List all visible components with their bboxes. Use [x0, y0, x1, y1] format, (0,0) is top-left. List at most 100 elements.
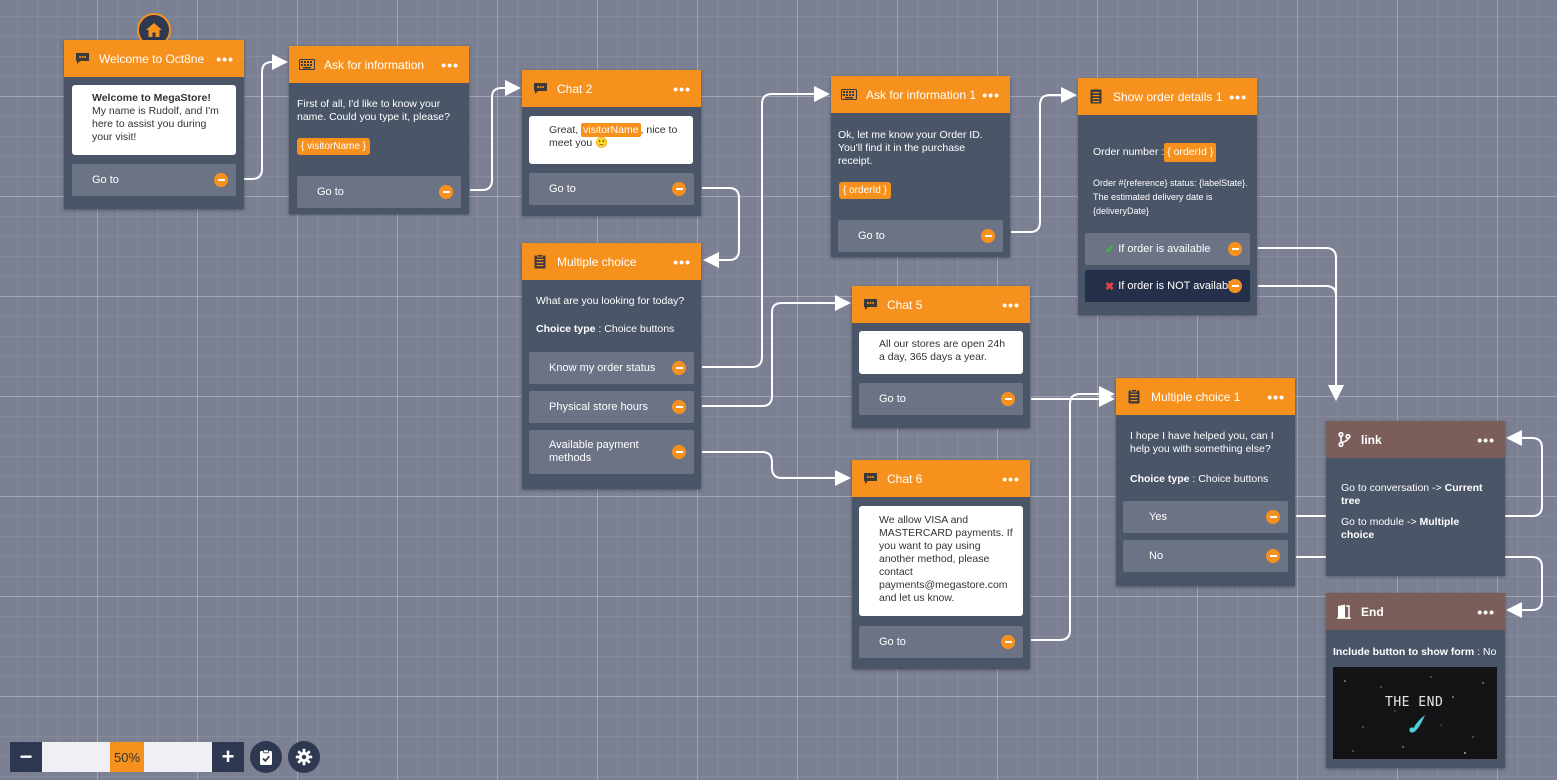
node-menu-button[interactable]: •••	[216, 50, 234, 67]
node-menu-button[interactable]: •••	[673, 253, 691, 270]
remove-icon[interactable]	[672, 182, 686, 196]
link-conversation: Go to conversation -> Current tree	[1341, 482, 1491, 508]
zoom-value[interactable]: 50%	[110, 742, 144, 772]
node-multiple-choice-1[interactable]: Multiple choice 1 ••• I hope I have help…	[1116, 378, 1295, 586]
node-header[interactable]: Chat 2 •••	[522, 70, 701, 107]
node-title: Chat 6	[887, 471, 923, 486]
choice-type: Choice type : Choice buttons	[1130, 473, 1290, 486]
option-physical-store-hours[interactable]: Physical store hours	[529, 391, 694, 423]
option-order-not-available[interactable]: ✖ If order is NOT available	[1085, 270, 1250, 302]
node-title: Multiple choice 1	[1151, 389, 1241, 404]
zoom-in-button[interactable]: +	[212, 742, 244, 772]
node-chat6[interactable]: Chat 6 ••• We allow VISA and MASTERCARD …	[852, 460, 1030, 669]
node-header[interactable]: Show order details 1 •••	[1078, 78, 1257, 115]
goto-button[interactable]: Go to	[838, 220, 1003, 252]
node-menu-button[interactable]: •••	[441, 56, 459, 73]
node-ask-information-1[interactable]: Ask for information 1 ••• Ok, let me kno…	[831, 76, 1010, 257]
option-available-payment-methods[interactable]: Available payment methods	[529, 430, 694, 474]
goto-button[interactable]: Go to	[72, 164, 236, 196]
node-welcome[interactable]: Welcome to Oct8ne ••• Welcome to MegaSto…	[64, 40, 244, 209]
node-chat2[interactable]: Chat 2 ••• Great, visitorName, nice to m…	[522, 70, 701, 216]
node-multiple-choice[interactable]: Multiple choice ••• What are you looking…	[522, 243, 701, 489]
end-image: THE END	[1333, 667, 1497, 759]
branch-icon	[1336, 432, 1352, 448]
chat-bubble-icon	[862, 471, 878, 487]
goto-label: Go to	[879, 636, 906, 648]
option-order-available[interactable]: ✔ If order is available	[1085, 233, 1250, 265]
remove-icon[interactable]	[672, 400, 686, 414]
node-menu-button[interactable]: •••	[673, 80, 691, 97]
bubble-text-post: , nice to meet you 🙂	[549, 124, 678, 149]
remove-icon[interactable]	[672, 361, 686, 375]
zoom-out-label: −	[19, 744, 33, 769]
node-header[interactable]: link •••	[1326, 421, 1505, 458]
goto-button[interactable]: Go to	[297, 176, 461, 208]
validate-button[interactable]	[250, 741, 282, 773]
remove-icon[interactable]	[1228, 242, 1242, 256]
node-menu-button[interactable]: •••	[1477, 431, 1495, 448]
settings-button[interactable]	[288, 741, 320, 773]
node-menu-button[interactable]: •••	[1002, 470, 1020, 487]
choice-type-label: Choice type	[1130, 473, 1190, 485]
node-ask-information[interactable]: Ask for information ••• First of all, I'…	[289, 46, 469, 214]
connector-ask1-order	[1011, 87, 1077, 233]
node-header[interactable]: Multiple choice 1 •••	[1116, 378, 1295, 415]
option-label: Know my order status	[549, 362, 656, 374]
goto-button[interactable]: Go to	[529, 173, 694, 205]
keyboard-icon	[841, 87, 857, 103]
node-menu-button[interactable]: •••	[982, 86, 1000, 103]
remove-icon[interactable]	[981, 229, 995, 243]
goto-button[interactable]: Go to	[859, 626, 1023, 658]
node-chat5[interactable]: Chat 5 ••• All our stores are open 24h a…	[852, 286, 1030, 428]
remove-icon[interactable]	[1001, 392, 1015, 406]
connector-chat2-multi	[702, 187, 740, 268]
remove-icon[interactable]	[1001, 635, 1015, 649]
connector-chat6-multi1	[1031, 386, 1115, 641]
message-bubble: Welcome to MegaStore! My name is Rudolf,…	[72, 85, 236, 155]
node-menu-button[interactable]: •••	[1002, 296, 1020, 313]
node-header[interactable]: Welcome to Oct8ne •••	[64, 40, 244, 77]
bubble-text-pre: Great,	[549, 124, 582, 136]
remove-icon[interactable]	[672, 445, 686, 459]
goto-label: Go to	[858, 230, 885, 242]
connector-ask-chat2	[470, 80, 521, 191]
document-list-icon	[1088, 89, 1104, 105]
node-menu-button[interactable]: •••	[1477, 603, 1495, 620]
option-no[interactable]: No	[1123, 540, 1288, 572]
option-know-order-status[interactable]: Know my order status	[529, 352, 694, 384]
node-link[interactable]: link ••• Go to conversation -> Current t…	[1326, 421, 1505, 576]
node-header[interactable]: Ask for information •••	[289, 46, 469, 83]
node-show-order-details[interactable]: Show order details 1 ••• Order number : …	[1078, 78, 1257, 315]
zoom-out-button[interactable]: −	[10, 742, 42, 772]
zoom-slider[interactable]: 50%	[42, 742, 212, 772]
node-menu-button[interactable]: •••	[1267, 388, 1285, 405]
order-number-label: Order number :	[1093, 146, 1165, 158]
zoom-in-label: +	[221, 744, 235, 769]
node-menu-button[interactable]: •••	[1229, 88, 1247, 105]
connector-multi-ask1	[702, 86, 830, 368]
chat-bubble-icon	[862, 297, 878, 313]
node-header[interactable]: Chat 5 •••	[852, 286, 1030, 323]
option-yes[interactable]: Yes	[1123, 501, 1288, 533]
node-header[interactable]: Ask for information 1 •••	[831, 76, 1010, 113]
option-label: If order is available	[1118, 243, 1211, 255]
exit-door-icon	[1336, 604, 1352, 620]
node-title: Show order details 1	[1113, 89, 1223, 104]
node-header[interactable]: Multiple choice •••	[522, 243, 701, 280]
node-title: End	[1361, 604, 1384, 619]
node-header[interactable]: Chat 6 •••	[852, 460, 1030, 497]
remove-icon[interactable]	[214, 173, 228, 187]
bubble-title: Welcome to MegaStore!	[92, 92, 211, 104]
goto-label: Go to	[92, 174, 119, 186]
remove-icon[interactable]	[1266, 549, 1280, 563]
goto-button[interactable]: Go to	[859, 383, 1023, 415]
node-end[interactable]: End ••• Include button to show form : No…	[1326, 593, 1505, 768]
remove-icon[interactable]	[1228, 279, 1242, 293]
remove-icon[interactable]	[1266, 510, 1280, 524]
node-title: Welcome to Oct8ne	[99, 51, 205, 66]
remove-icon[interactable]	[439, 185, 453, 199]
choice-type-label: Choice type	[536, 323, 596, 335]
node-header[interactable]: End •••	[1326, 593, 1505, 630]
connector-welcome-ask	[244, 54, 288, 180]
include-form-setting: Include button to show form : No	[1333, 646, 1501, 659]
